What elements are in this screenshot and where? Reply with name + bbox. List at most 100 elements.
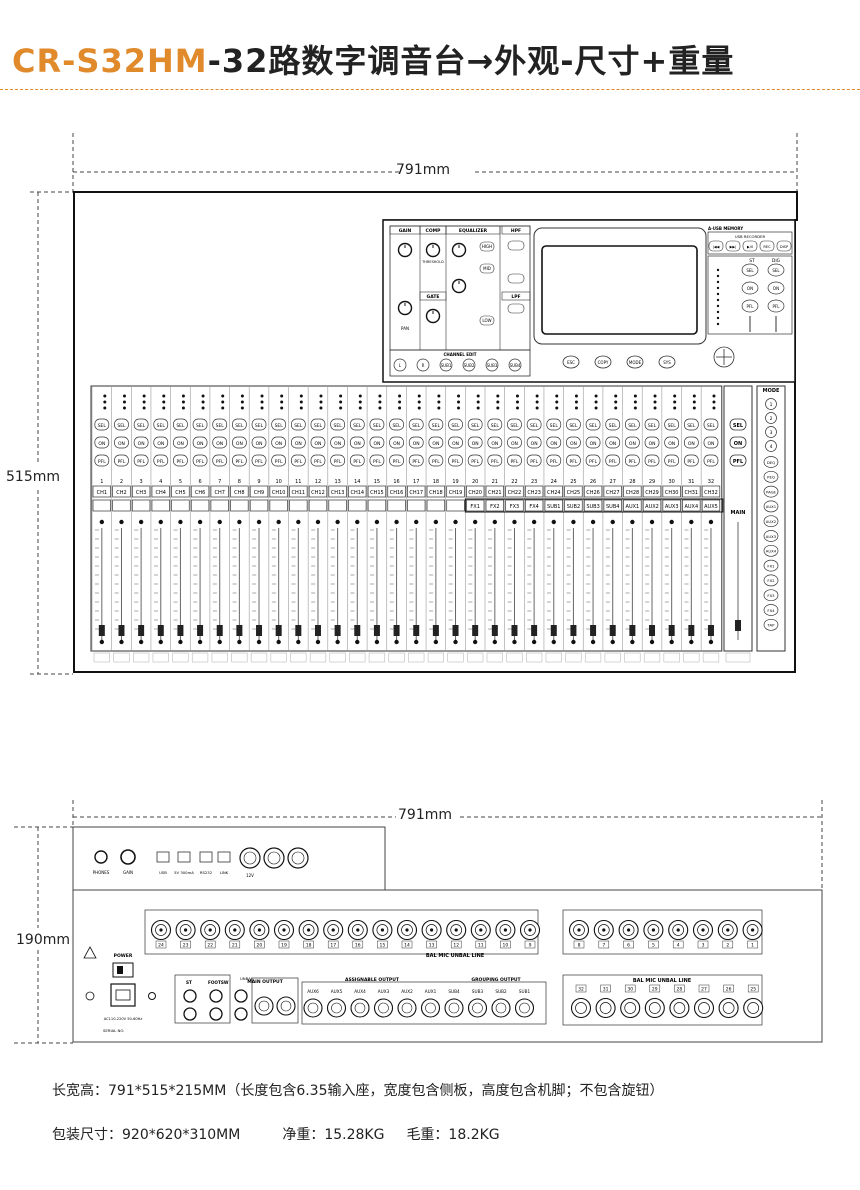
meter-led	[378, 406, 382, 410]
sel-label: SEL	[275, 423, 284, 429]
input-jack-inner	[672, 924, 685, 936]
sel-button	[192, 418, 208, 431]
on-label: ON	[413, 441, 420, 447]
input-jack-number-box	[278, 940, 290, 949]
input-jack-pin	[751, 928, 755, 932]
meter-led	[142, 406, 146, 410]
output-label: SUB1	[519, 989, 531, 994]
input-jack-inner	[499, 924, 512, 936]
sel-button	[605, 418, 621, 431]
meter-led	[633, 406, 637, 410]
on-label: ON	[197, 441, 204, 447]
channel-name-box	[623, 485, 642, 498]
meter-led	[633, 394, 637, 398]
channel-name-box	[171, 485, 190, 498]
pan-text: PAN	[401, 326, 409, 331]
output-label: AUX1	[425, 989, 437, 994]
input-jack-number: 17	[330, 943, 336, 949]
meter-led	[417, 406, 421, 410]
st-footsw-block	[174, 974, 231, 1024]
channel-name: CH31	[685, 490, 699, 496]
sel-label: SEL	[648, 423, 657, 429]
mode-button-label: 2	[770, 416, 773, 422]
on-label: ON	[295, 441, 302, 447]
sel-button	[664, 418, 680, 431]
input-bottom-number: 30	[627, 987, 633, 993]
meter-led	[574, 400, 578, 404]
meter-led	[515, 406, 519, 410]
dc-port-label: 5V 300mA	[174, 870, 194, 875]
hpf-label: HPF	[511, 228, 521, 234]
rs232-port-label: RS232	[200, 870, 213, 875]
fader-bottom-dot	[708, 639, 714, 645]
fader-cap	[295, 625, 302, 636]
top-xlr-connector	[287, 847, 309, 869]
input-jack-number: 6	[627, 943, 630, 949]
input-jack-number-box	[672, 940, 684, 949]
meter-led	[299, 400, 303, 404]
sel-button	[232, 418, 247, 431]
fader-top-dot	[708, 519, 714, 525]
pfl-button	[526, 454, 542, 467]
edit-button	[485, 358, 499, 372]
master-meter-led	[716, 286, 720, 290]
fader-cap	[393, 625, 400, 636]
channel-number: 28	[629, 479, 635, 485]
meter-led	[280, 400, 284, 404]
fader-cap	[668, 625, 675, 636]
meter-led	[692, 394, 696, 398]
lpf-label: LPF	[511, 294, 520, 300]
sel-button	[428, 418, 444, 431]
threshold-text: THRESHOLD	[421, 260, 444, 264]
fader-top-dot	[414, 519, 419, 525]
pfl-label: PFL	[275, 459, 283, 465]
input-jack-number: 10	[503, 943, 509, 949]
input-bottom-number-box	[649, 984, 661, 993]
on-label: ON	[138, 441, 145, 447]
sel-button	[644, 418, 660, 431]
input-jack-number: 18	[306, 943, 312, 949]
st-label: ST	[749, 258, 755, 264]
fader-cap	[491, 625, 498, 636]
freq-knob	[451, 278, 467, 294]
pfl-button	[487, 454, 503, 467]
scribble-strip	[133, 652, 150, 663]
input-jack-inner	[425, 924, 438, 936]
input-jack-number-box	[204, 940, 216, 949]
bus-label: SUB1	[547, 504, 560, 510]
sel-label: SEL	[157, 423, 166, 429]
on-label: ON	[98, 441, 105, 447]
channel-number: 3	[140, 479, 143, 485]
recorder-button-label: |◀◀	[713, 245, 720, 249]
fader-bottom-dot	[649, 639, 655, 645]
sel-label: SEL	[432, 423, 441, 429]
pfl-label: PFL	[530, 459, 538, 465]
meter-led	[201, 394, 205, 398]
recorder-button	[725, 240, 741, 252]
main-output-xlr	[276, 996, 296, 1016]
channel-name: CH12	[311, 490, 325, 496]
meter-led	[378, 394, 382, 398]
master-meter-led	[716, 268, 720, 272]
channel-name-box	[701, 485, 721, 498]
on-label: ON	[315, 441, 322, 447]
channel-number: 9	[257, 479, 260, 485]
fader-bottom-dot	[119, 639, 124, 645]
on-button	[428, 436, 444, 449]
meter-led	[555, 406, 559, 410]
fader-cap	[138, 625, 145, 636]
fader-cap	[452, 625, 459, 636]
bus-label-box	[131, 499, 151, 512]
on-label: ON	[629, 441, 636, 447]
sel-button	[310, 418, 326, 431]
top-xlr-connector	[263, 847, 285, 869]
sel-label: SEL	[589, 423, 598, 429]
mode-side-button	[763, 559, 779, 572]
meter-led	[398, 400, 402, 404]
